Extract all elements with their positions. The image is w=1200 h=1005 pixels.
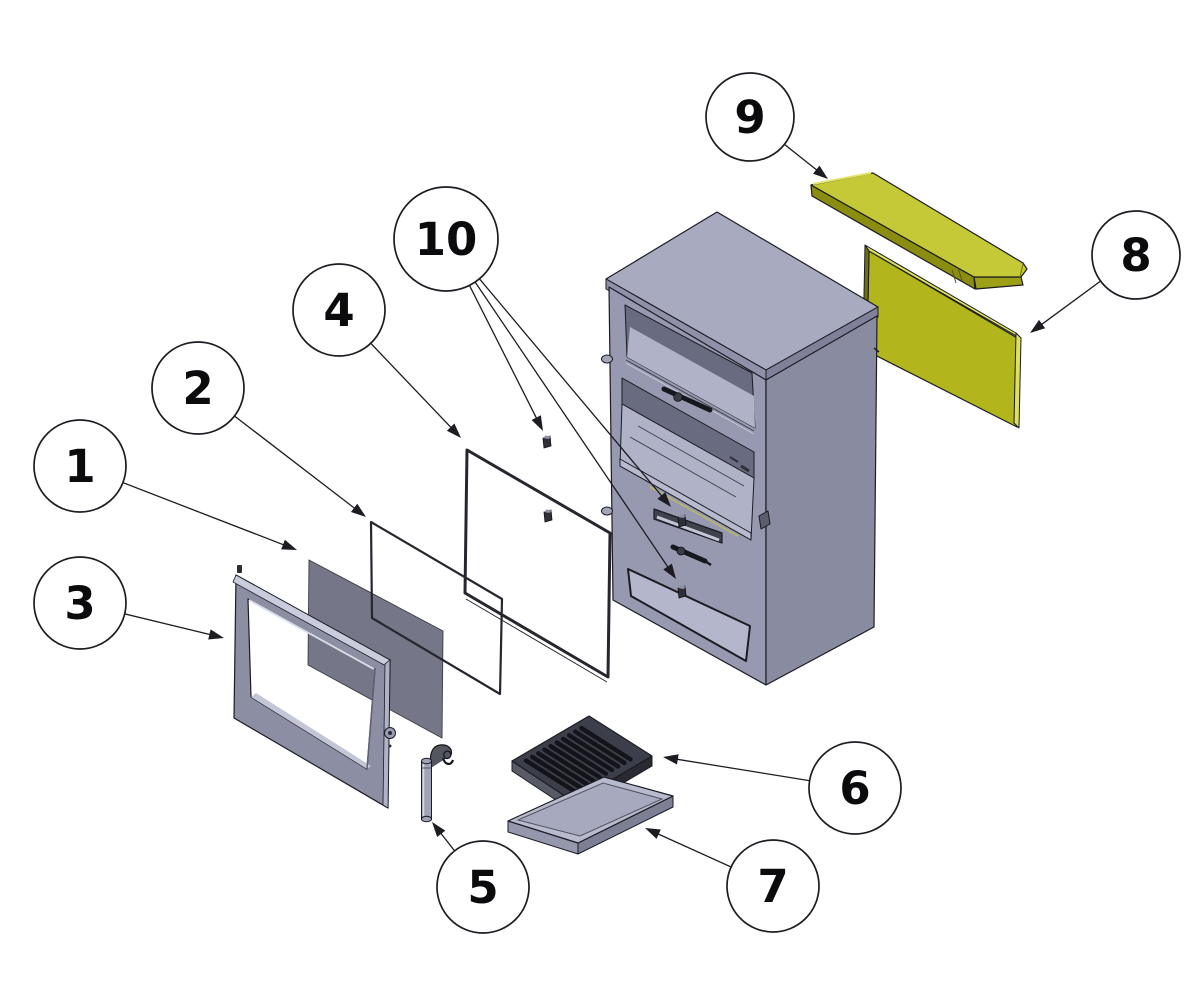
leader-arrowhead-9: [813, 165, 828, 179]
screw: [677, 585, 687, 599]
callout-balloon-9: [705, 72, 795, 162]
grate-slots: [523, 725, 633, 794]
part-7-tray: [507, 776, 674, 855]
callout-balloon-5: [436, 840, 530, 934]
leader-arrowhead-6: [663, 754, 679, 765]
upper-shelf-opening: [624, 304, 756, 435]
upper-slot-handle: [661, 386, 713, 413]
part-4-glass-frame: [463, 448, 612, 683]
latch-block: [758, 510, 771, 530]
back-panel-right-edge: [1013, 332, 1022, 429]
leader-line-10: [445, 238, 664, 498]
callout-number-3: 3: [64, 577, 95, 630]
stove-body: [601, 211, 880, 686]
callout-number-9: 9: [734, 91, 765, 144]
callout-balloon-3: [33, 556, 127, 650]
leader-arrowhead-4: [446, 423, 461, 438]
leader-arrowhead-10: [657, 492, 671, 507]
callout-number-10: 10: [415, 213, 478, 266]
door-frame-hinge-pin: [237, 565, 242, 573]
leader-arrowhead-8: [1030, 319, 1046, 333]
callout-number-8: 8: [1120, 229, 1151, 282]
hinge-pin-upper: [601, 354, 613, 364]
leader-arrowhead-2: [350, 503, 366, 517]
callout-number-2: 2: [182, 362, 213, 415]
latch-mechanism: [670, 544, 712, 567]
leader-arrowhead-1: [281, 539, 297, 550]
screw: [677, 514, 687, 528]
callout-number-6: 6: [839, 762, 870, 815]
callout-balloon-10: [393, 186, 499, 292]
hinge-pin-lower: [601, 506, 613, 516]
callout-layer: 1 2 3 4 5 67 8 9 10: [33, 72, 1181, 934]
body-right-face: [765, 315, 878, 686]
body-top-lip-right: [765, 306, 879, 381]
callout-balloon-2: [151, 341, 245, 435]
part-8-back-panel: [862, 244, 1022, 429]
leader-arrowhead-10: [663, 563, 676, 579]
part-3-door-frame: [232, 565, 396, 809]
callout-balloon-4: [292, 263, 386, 357]
leader-arrowhead-7: [645, 828, 661, 839]
fire-chamber-opening: [619, 377, 755, 541]
vent-slot: [653, 508, 723, 544]
callout-balloon-6: [808, 741, 902, 835]
lower-window: [627, 568, 751, 662]
top-plate-nose-side: [973, 276, 1024, 290]
screw: [543, 509, 553, 523]
leader-arrowhead-3: [208, 629, 224, 640]
leader-arrowhead-5: [432, 822, 446, 838]
part-2-gasket-frame: [369, 520, 504, 696]
part-9-top-plate: [810, 172, 1028, 290]
top-plate-face: [810, 172, 1028, 278]
part-5-door-handle: [421, 744, 455, 823]
callout-number-7: 7: [757, 860, 788, 913]
callout-balloon-1: [33, 419, 127, 513]
callout-number-1: 1: [64, 440, 95, 493]
callout-balloon-7: [726, 839, 820, 933]
leader-arrowhead-10: [531, 415, 543, 431]
callout-balloon-8: [1091, 210, 1181, 300]
callout-number-5: 5: [467, 861, 498, 914]
callout-number-4: 4: [323, 284, 354, 337]
part-10-screws: [542, 435, 687, 599]
screw: [542, 435, 552, 449]
leader-line-10: [445, 238, 670, 569]
